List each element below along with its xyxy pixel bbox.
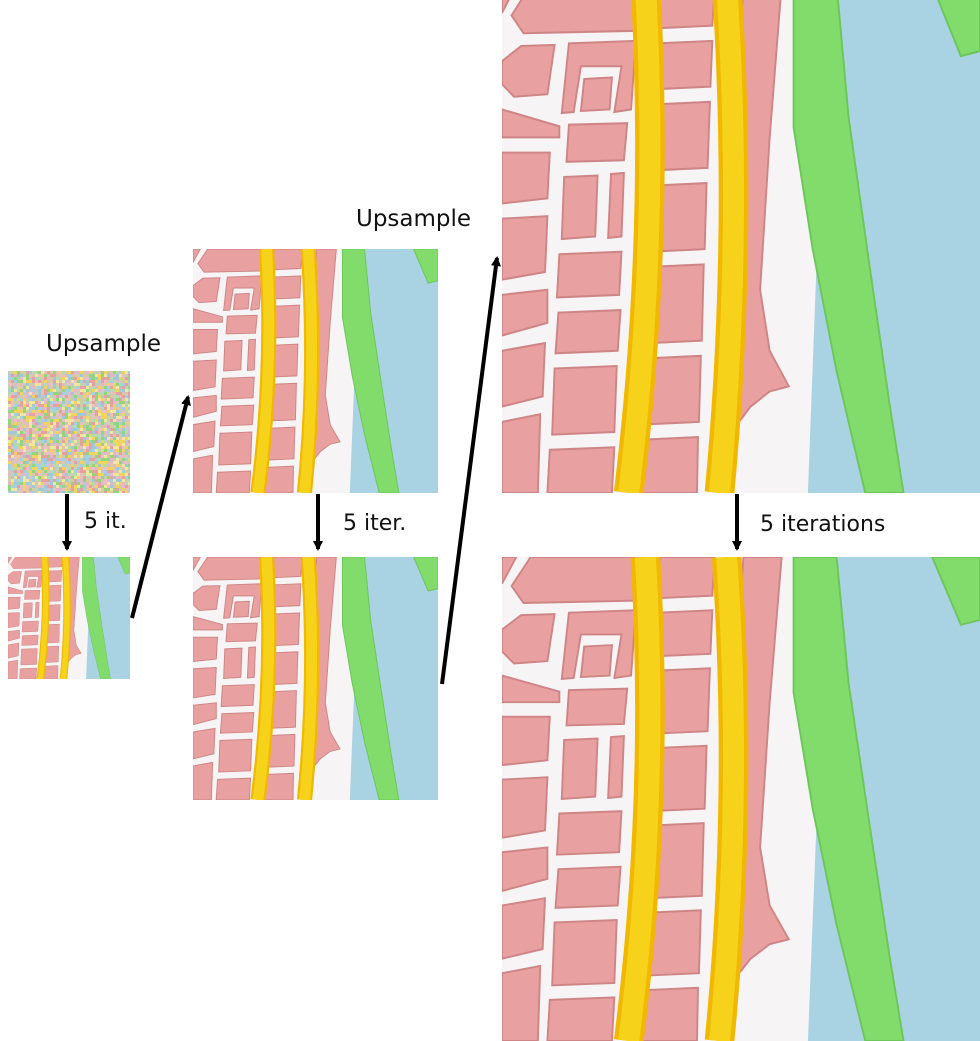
large-map-tile [502, 557, 980, 1041]
noise-input-tile [8, 371, 130, 493]
iterations-label-small: 5 it. [84, 511, 127, 533]
medium-upsampled-image [193, 249, 438, 493]
small-map-tile [8, 557, 130, 679]
noise-image [8, 371, 130, 493]
large-upsampled-tile [502, 0, 980, 493]
small-map-image [8, 557, 130, 679]
arrow-upsample-medium [442, 258, 497, 684]
arrow-upsample-small [132, 397, 188, 618]
upsample-label-small: Upsample [46, 333, 161, 356]
medium-upsampled-tile [193, 249, 438, 493]
large-upsampled-image [502, 0, 980, 493]
upsample-label-large: Upsample [356, 208, 471, 231]
medium-map-image [193, 557, 438, 800]
large-map-image [502, 557, 980, 1041]
iterations-label-medium: 5 iter. [343, 513, 406, 535]
iterations-label-large: 5 iterations [760, 514, 885, 536]
medium-map-tile [193, 557, 438, 800]
